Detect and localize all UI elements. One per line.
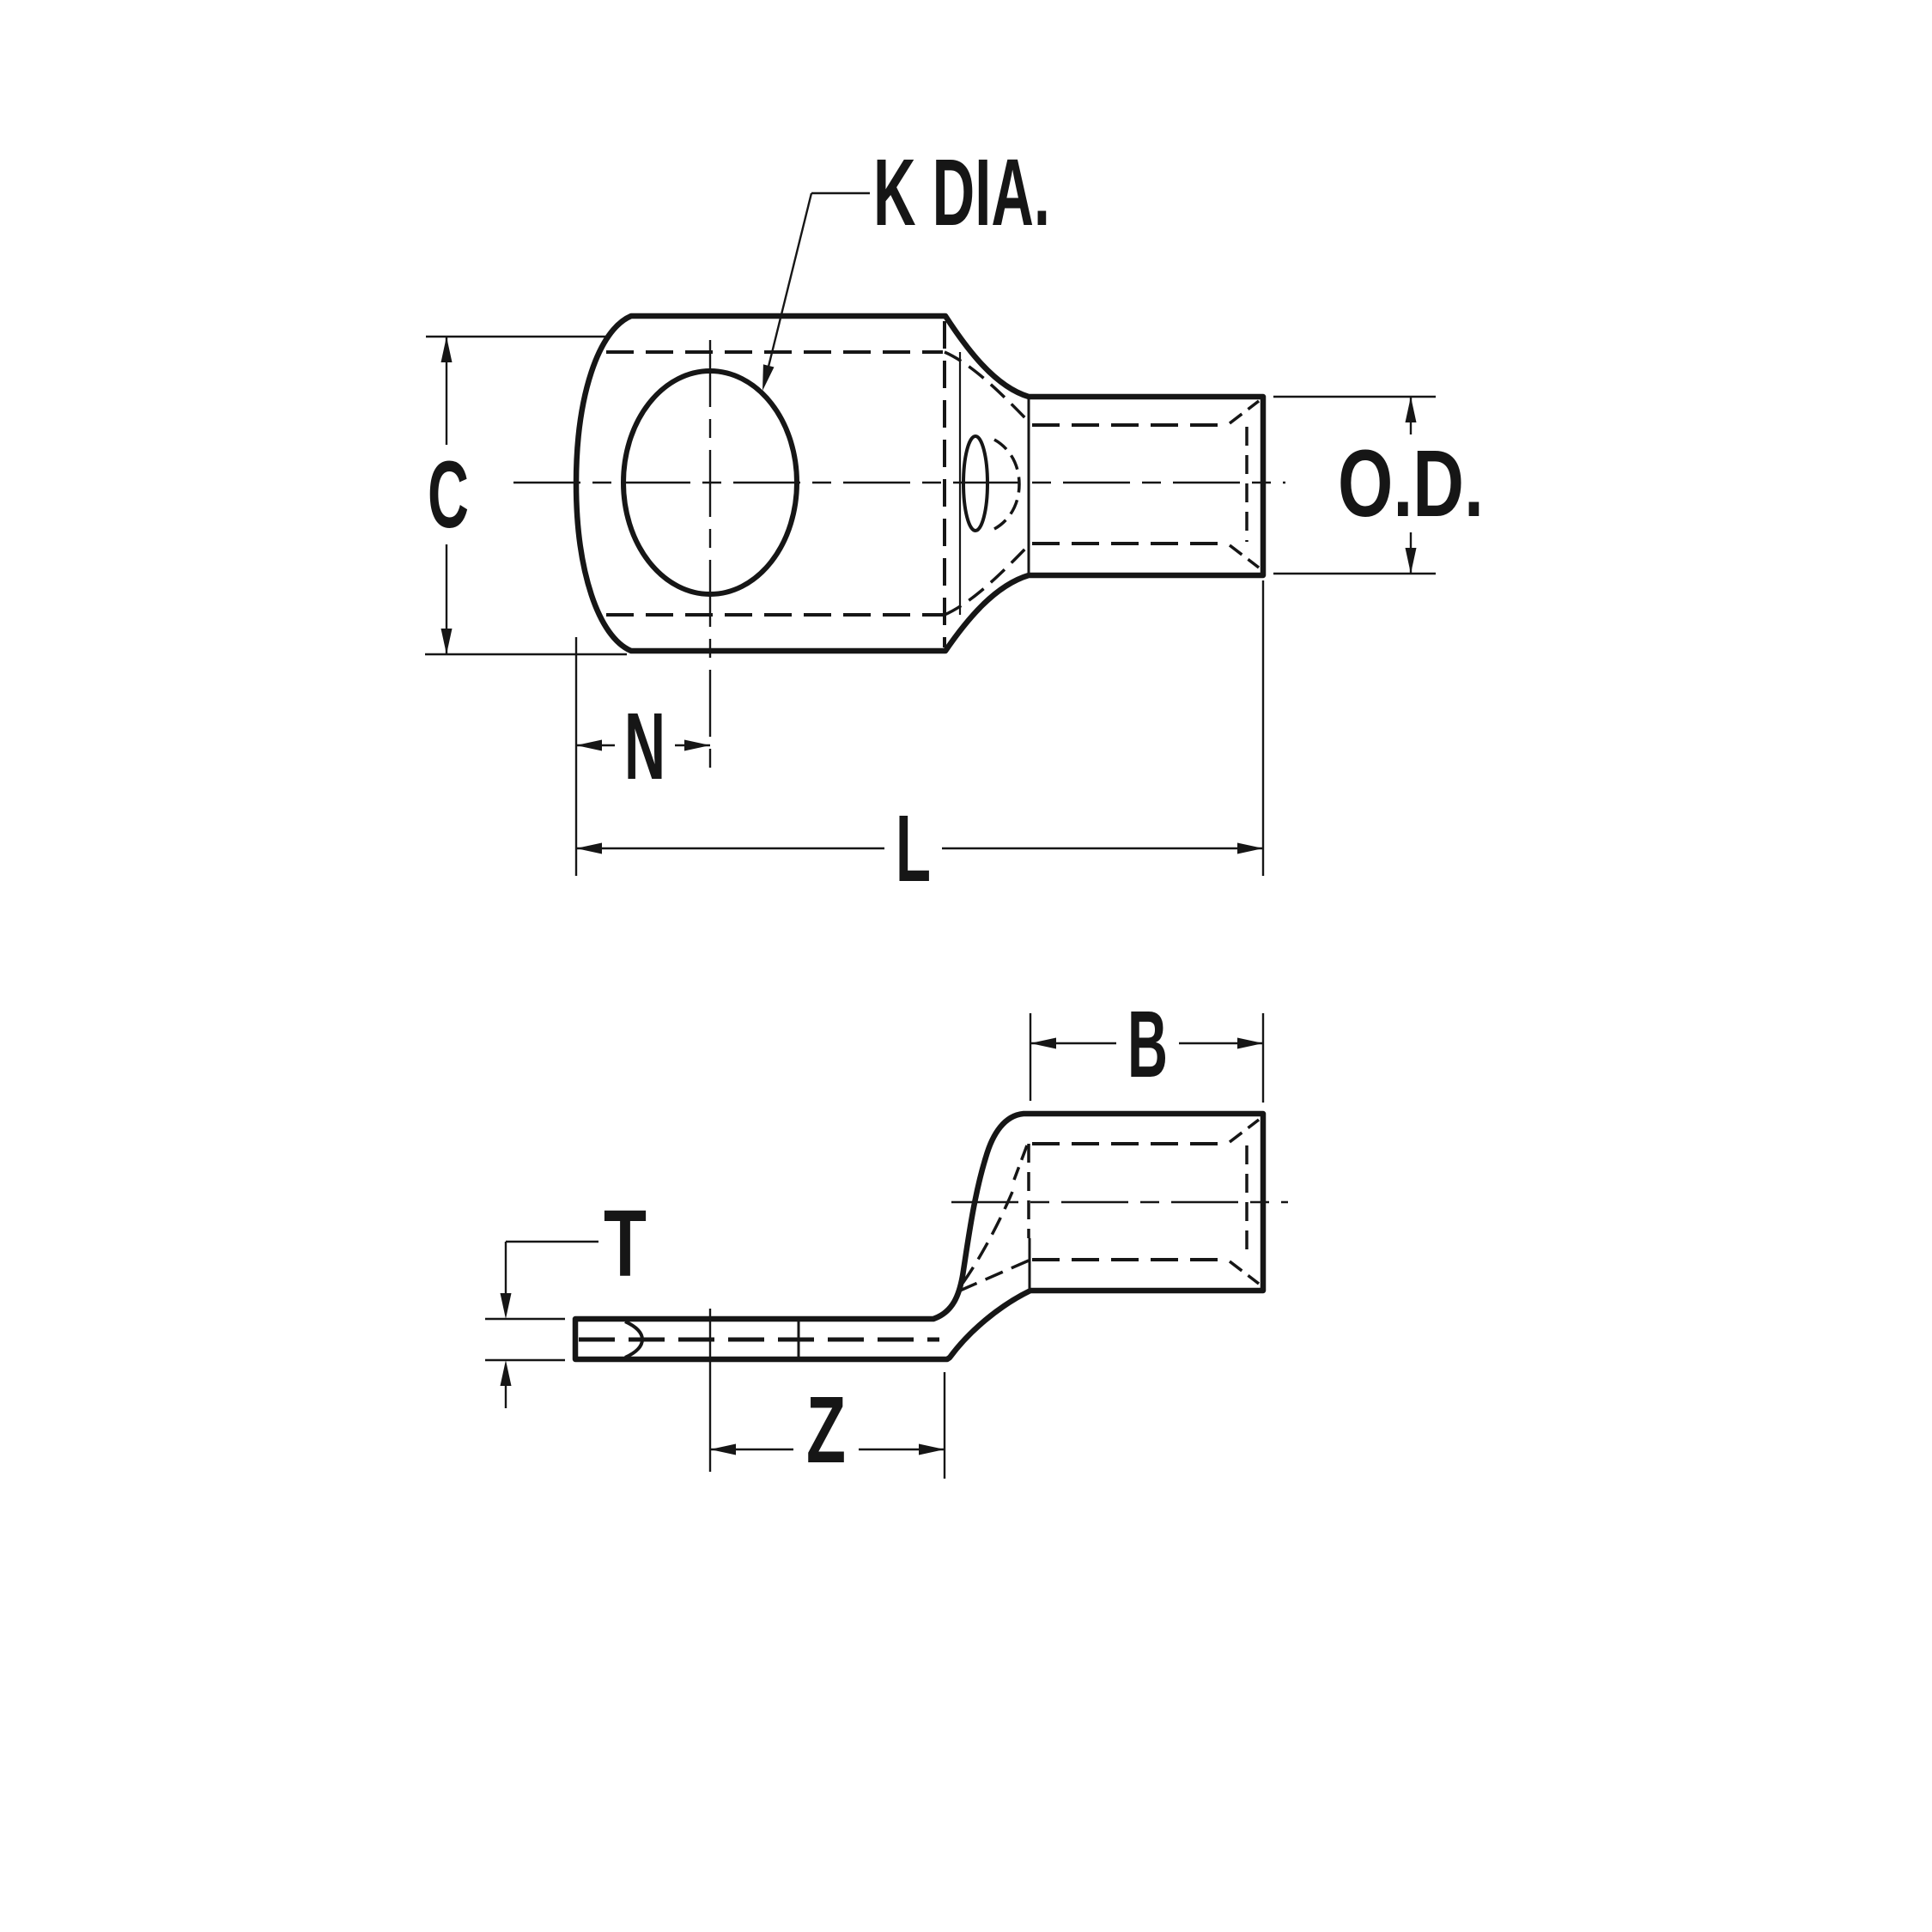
- dim-l-arrow-left: [576, 842, 602, 854]
- k-dia-arrowhead: [762, 364, 775, 391]
- dim-t-arrow-down: [500, 1293, 512, 1319]
- neck-inner-hidden-bottom: [944, 544, 1030, 617]
- dim-b: B: [1029, 992, 1265, 1103]
- side-hole-near-edge: [624, 1320, 645, 1359]
- dim-c-arrow-down: [440, 629, 453, 654]
- dim-od-arrow-up: [1405, 397, 1417, 422]
- bend-hidden-edge-middle: [957, 1191, 1014, 1290]
- dim-od-label: O.D.: [1338, 431, 1484, 537]
- k-dia-leader-slant: [763, 192, 813, 381]
- dim-c-label: C: [428, 442, 469, 548]
- neck-inner-hidden-top: [944, 350, 1030, 422]
- bend-hidden-edge-lower: [959, 1259, 1030, 1292]
- dim-z-label: Z: [806, 1377, 846, 1483]
- bend-hidden-edge-upper: [1012, 1145, 1029, 1181]
- side-view: [572, 1110, 1288, 1363]
- dim-n-label: N: [624, 694, 665, 799]
- dim-l: L: [576, 580, 1265, 902]
- dim-t-label: T: [604, 1191, 647, 1297]
- barrel-mouth-chamfer-bottom: [1228, 544, 1261, 569]
- dim-n: N: [574, 637, 710, 876]
- dim-od-arrow-down: [1405, 548, 1417, 574]
- dim-n-arrow-right: [684, 739, 710, 751]
- dim-c-arrow-up: [440, 337, 453, 362]
- dim-l-label: L: [896, 796, 931, 902]
- dim-n-arrow-left: [576, 739, 602, 751]
- sight-hole-hidden-edge: [993, 438, 1021, 531]
- dim-z: Z: [708, 1309, 946, 1483]
- dim-z-arrow-right: [919, 1443, 945, 1455]
- dim-l-arrow-right: [1237, 842, 1263, 854]
- top-view: [513, 313, 1285, 777]
- dim-b-arrow-right: [1237, 1037, 1263, 1049]
- dim-t: T: [485, 1191, 647, 1408]
- side-mouth-chamfer-bottom: [1228, 1260, 1261, 1285]
- dim-c: C: [425, 335, 627, 656]
- k-dia-label: K DIA.: [873, 140, 1050, 246]
- dim-t-arrow-up: [500, 1360, 512, 1386]
- side-view-outline: [572, 1110, 1267, 1363]
- dim-b-arrow-left: [1030, 1037, 1056, 1049]
- dim-od: O.D.: [1273, 395, 1484, 575]
- dim-b-label: B: [1127, 992, 1168, 1097]
- dim-k-dia: K DIA.: [762, 140, 1050, 391]
- side-mouth-chamfer-top: [1228, 1118, 1261, 1144]
- barrel-mouth-chamfer-top: [1228, 399, 1261, 425]
- dim-z-arrow-left: [710, 1443, 736, 1455]
- top-view-outline: [573, 313, 1267, 654]
